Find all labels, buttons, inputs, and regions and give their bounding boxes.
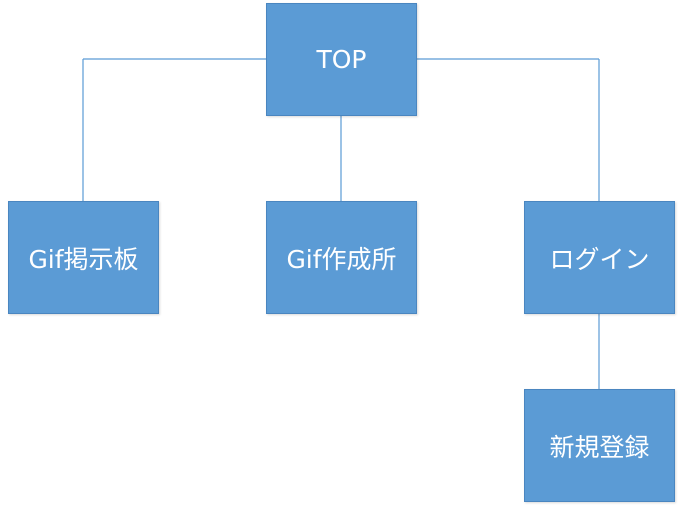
node-gif-board: Gif掲示板 xyxy=(8,201,159,314)
node-signup: 新規登録 xyxy=(524,389,675,502)
node-top-label: TOP xyxy=(316,45,367,74)
node-gif-creator: Gif作成所 xyxy=(266,201,417,314)
node-signup-label: 新規登録 xyxy=(549,432,650,462)
node-login-label: ログイン xyxy=(549,244,650,274)
node-gif-board-label: Gif掲示板 xyxy=(28,244,139,274)
node-gif-creator-label: Gif作成所 xyxy=(286,244,397,274)
node-login: ログイン xyxy=(524,201,675,314)
node-top: TOP xyxy=(266,3,417,116)
